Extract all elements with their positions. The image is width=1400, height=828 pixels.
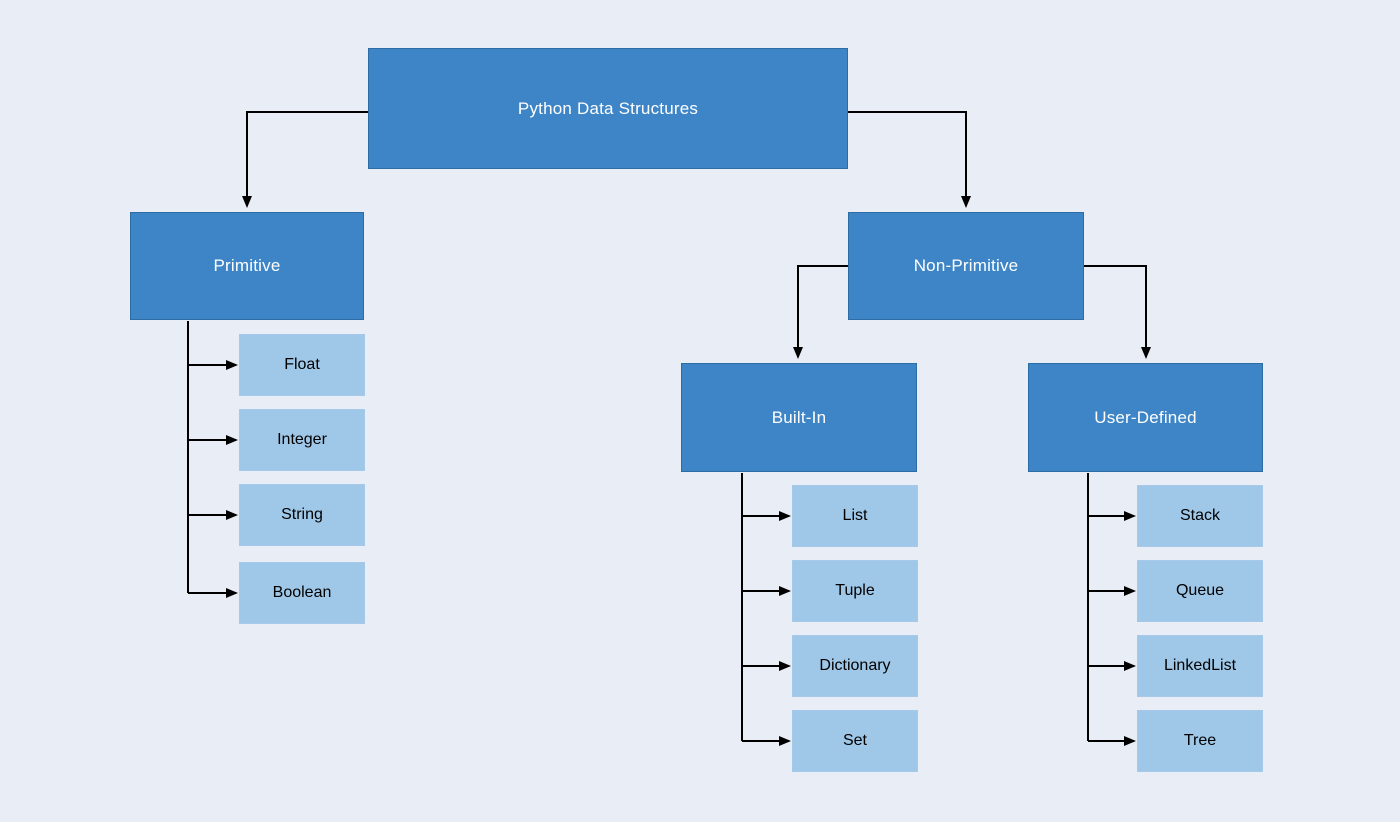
edge-root-primitive (242, 111, 368, 208)
bottom-white-margin (0, 822, 1400, 828)
node-stack: Stack (1137, 485, 1263, 547)
node-non-primitive: Non-Primitive (848, 212, 1084, 320)
node-user-defined: User-Defined (1028, 363, 1263, 472)
node-tuple: Tuple (792, 560, 918, 622)
node-label: LinkedList (1163, 657, 1237, 674)
node-built-in: Built-In (681, 363, 917, 472)
node-string: String (239, 484, 365, 546)
node-label: Tree (1183, 732, 1217, 749)
edge-nonprimitive-builtin (793, 265, 848, 359)
node-python-data-structures: Python Data Structures (368, 48, 848, 169)
node-label: Boolean (272, 584, 332, 601)
node-label: Dictionary (819, 657, 891, 674)
node-label: Float (284, 356, 320, 373)
node-list: List (792, 485, 918, 547)
node-label: Set (842, 732, 867, 749)
node-set: Set (792, 710, 918, 772)
node-boolean: Boolean (239, 562, 365, 624)
node-queue: Queue (1137, 560, 1263, 622)
node-label: Tuple (835, 582, 875, 599)
node-label: Primitive (213, 256, 281, 275)
node-label: Integer (277, 431, 327, 448)
node-label: String (281, 506, 323, 523)
edge-root-nonprimitive (848, 111, 971, 208)
node-primitive: Primitive (130, 212, 364, 320)
node-label: User-Defined (1094, 407, 1197, 427)
node-label: Stack (1179, 507, 1220, 524)
node-integer: Integer (239, 409, 365, 471)
edge-nonprimitive-userdefined (1084, 265, 1151, 359)
node-label: Python Data Structures (517, 98, 699, 118)
node-float: Float (239, 334, 365, 396)
node-label: Built-In (771, 407, 827, 427)
node-dictionary: Dictionary (792, 635, 918, 697)
node-linkedlist: LinkedList (1137, 635, 1263, 697)
node-label: Non-Primitive (913, 256, 1019, 275)
node-label: Queue (1175, 582, 1225, 599)
node-label: List (842, 507, 868, 524)
node-tree: Tree (1137, 710, 1263, 772)
